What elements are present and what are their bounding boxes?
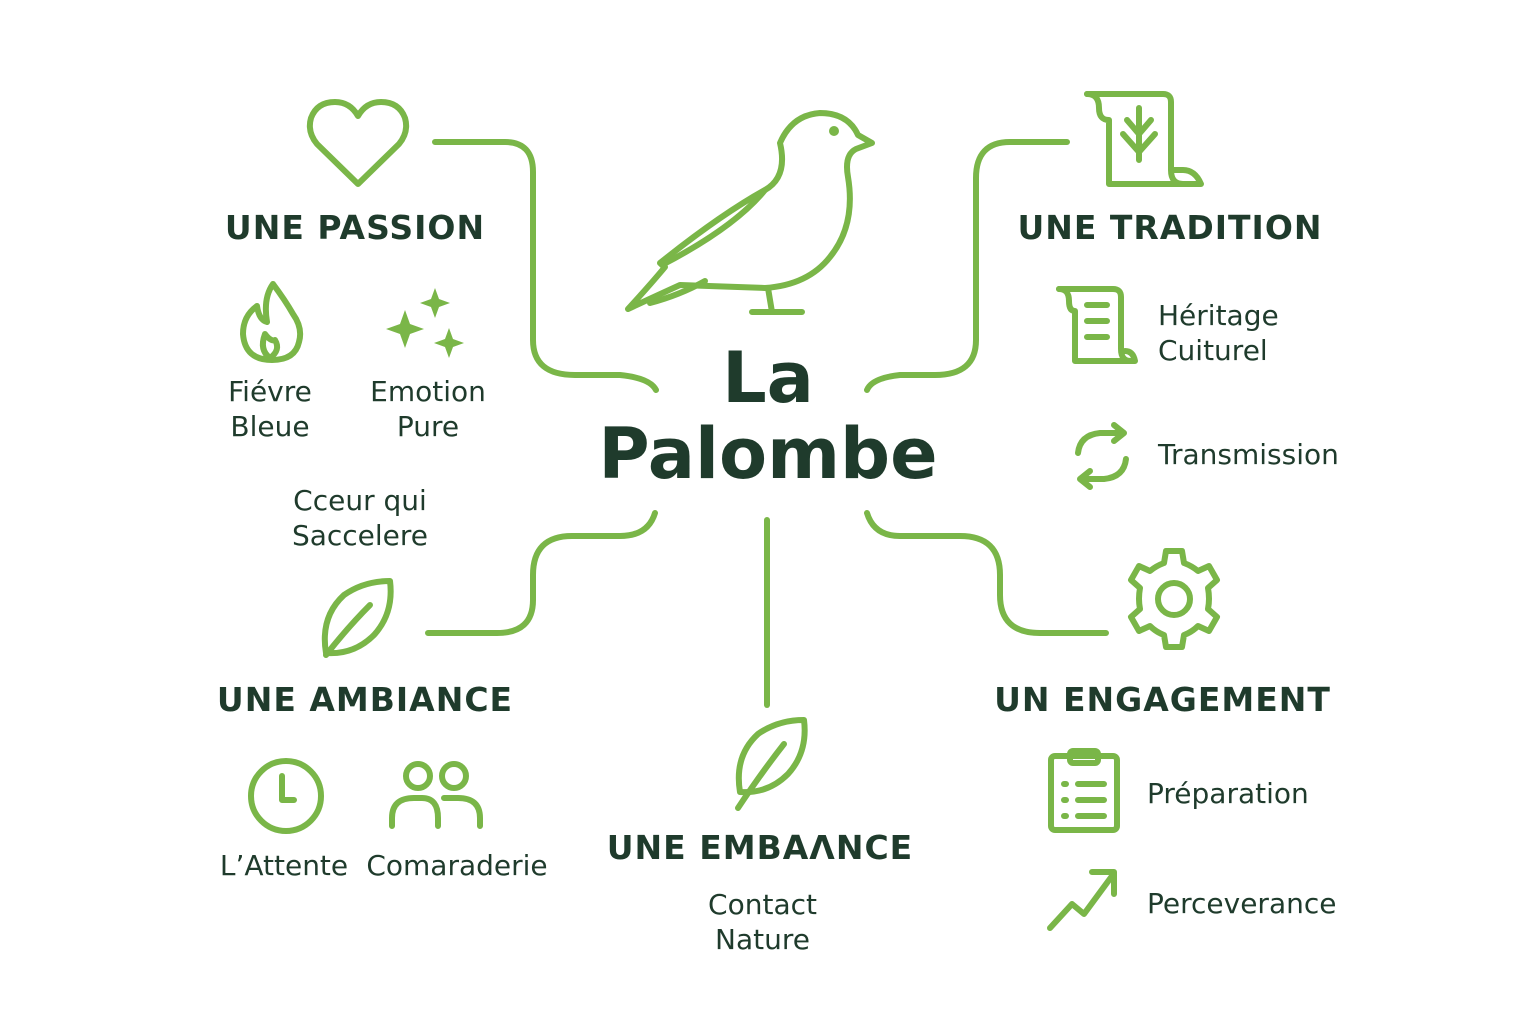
refresh-icon — [1075, 422, 1129, 490]
connector-engagement — [864, 510, 1109, 636]
engagement-item-preparation: Préparation — [1147, 777, 1309, 810]
passion-item-emotion: Emotion Pure — [370, 375, 486, 443]
passion-item-coeur: Cceur qui Saccelere — [291, 484, 429, 552]
tradition-item-transmission: Transmission — [1158, 438, 1339, 471]
ambiance-title: UNE AMBIANCE — [216, 680, 514, 719]
passion-title: UNE PASSION — [224, 208, 486, 247]
pigeon-icon — [625, 110, 875, 315]
gear-icon — [1128, 548, 1220, 650]
embance-item-contact: Contact Nature — [708, 888, 817, 956]
leaf-icon — [321, 578, 394, 658]
trending-up-icon — [1047, 869, 1117, 931]
clipboard-icon — [1048, 748, 1120, 833]
connector-passion — [432, 139, 659, 393]
heart-icon — [306, 99, 410, 187]
sparkles-icon — [386, 288, 464, 358]
passion-item-fievre: Fiévre Bleue — [228, 375, 312, 443]
clock-icon — [248, 758, 324, 834]
people-icon — [389, 761, 483, 829]
center-title-line1: La — [722, 337, 814, 419]
center-title: La Palombe — [568, 340, 968, 492]
flame-icon — [240, 281, 304, 363]
connector-tradition — [864, 139, 1070, 393]
ambiance-item-comaraderie: Comaraderie — [366, 849, 548, 882]
connector-ambiance — [425, 510, 658, 636]
center-title-line2: Palombe — [598, 413, 938, 495]
tradition-item-heritage: Héritage Cuiturel — [1158, 299, 1279, 367]
engagement-title: UN ENGAGEMENT — [994, 680, 1331, 719]
leaf-icon — [735, 717, 808, 811]
scroll-list-icon — [1056, 286, 1138, 364]
engagement-item-perceverance: Perceverance — [1147, 887, 1337, 920]
embance-title: UNE EMBAΛNCE — [606, 828, 914, 867]
ambiance-item-attente: L’Attente — [219, 849, 349, 882]
scroll-arrow-icon — [1084, 91, 1204, 187]
tradition-title: UNE TRADITION — [1017, 208, 1323, 247]
